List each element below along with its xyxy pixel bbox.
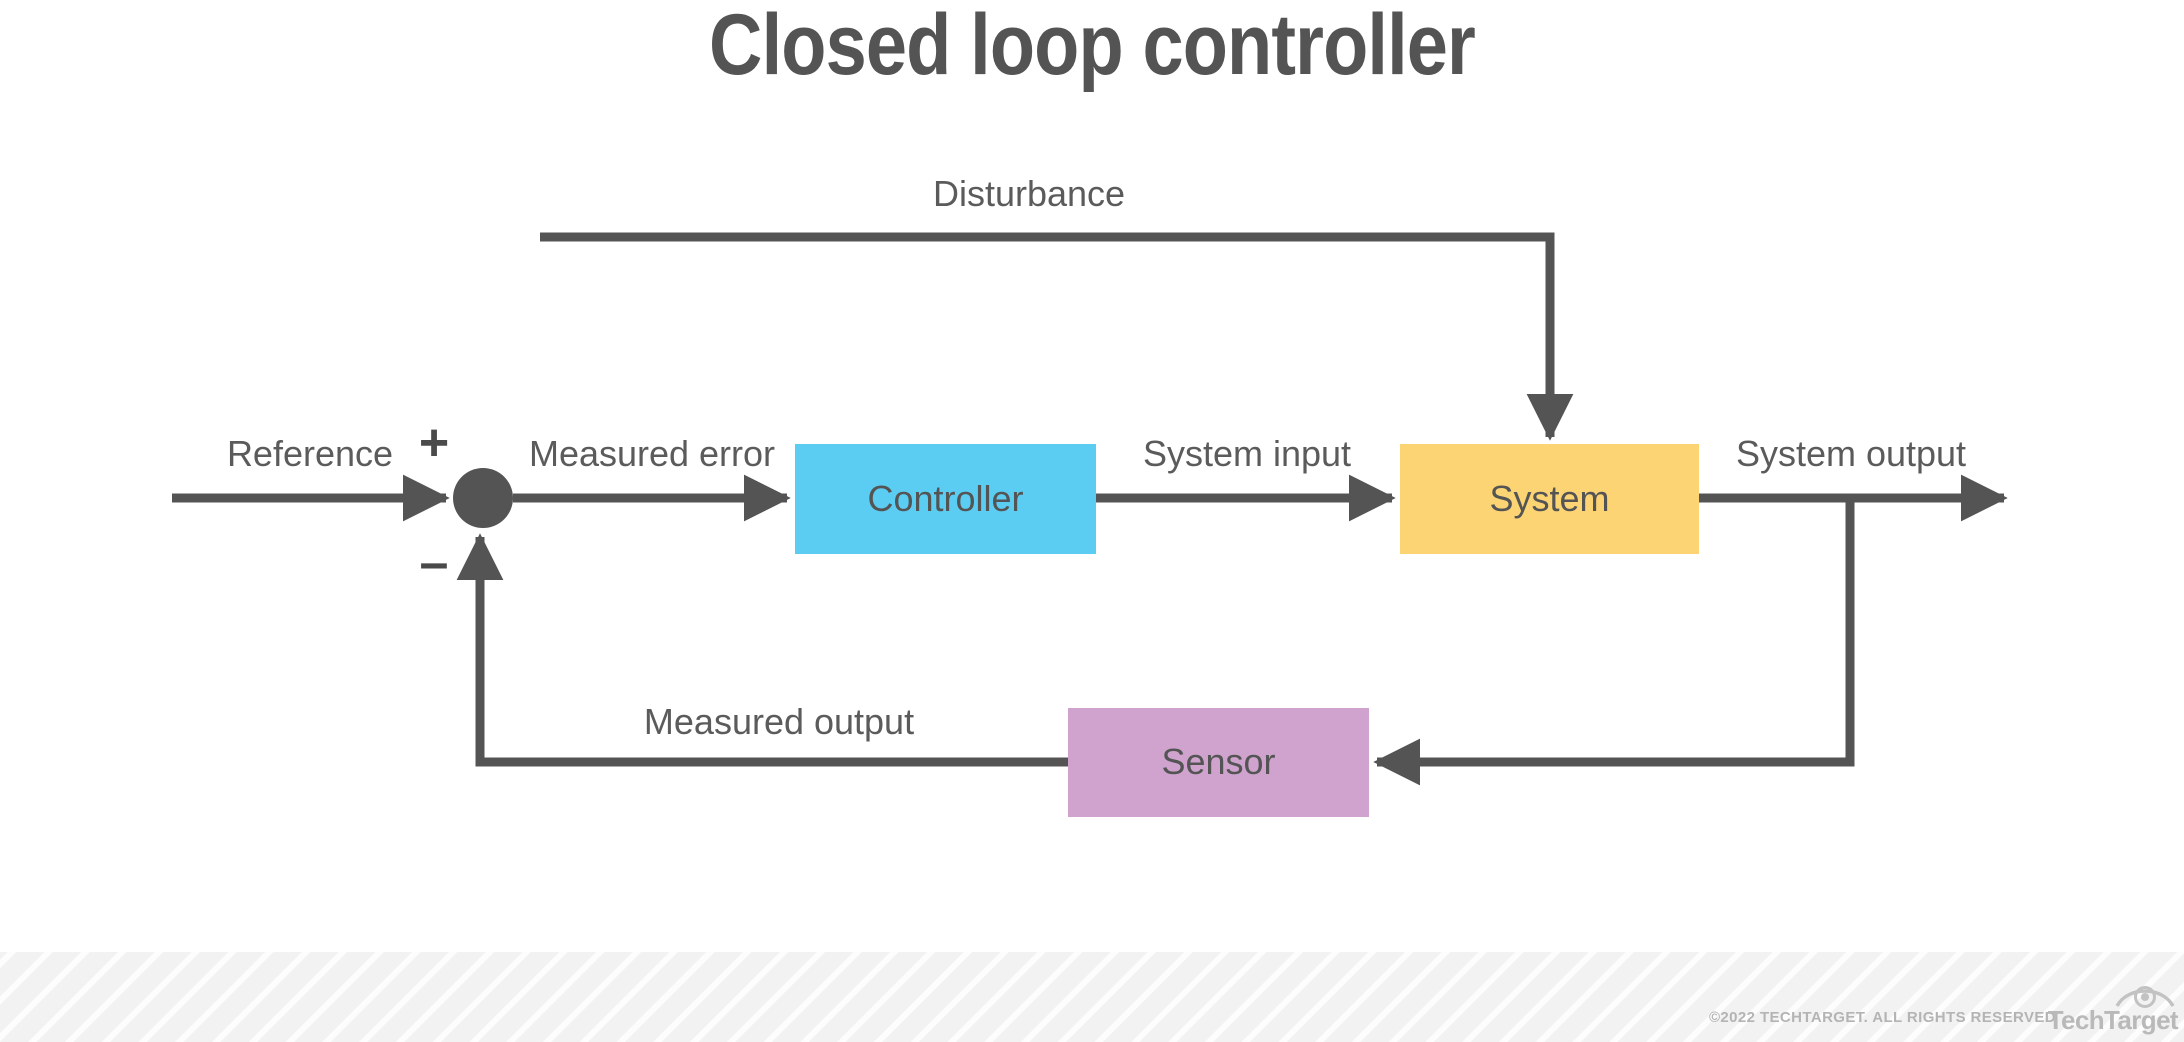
summing-junction-minus-sign: –	[420, 534, 449, 592]
label-measured-output: Measured output	[644, 701, 914, 742]
footer-logo-text: TechTarget	[2047, 1005, 2179, 1035]
label-measured-error: Measured error	[529, 433, 775, 474]
block-system-rect[interactable]	[1400, 444, 1699, 554]
block-sensor[interactable]: Sensor	[1068, 708, 1369, 817]
footer-copyright: ©2022 TECHTARGET. ALL RIGHTS RESERVED	[1708, 1009, 2056, 1026]
label-system-input: System input	[1143, 433, 1351, 474]
diagram-connectors	[172, 232, 2008, 786]
block-controller-label: Controller	[867, 478, 1023, 519]
closed-loop-controller-diagram: + – Controller System Sensor Reference M…	[172, 173, 2008, 817]
page-title: Closed loop controller	[709, 0, 1476, 93]
label-reference: Reference	[227, 433, 393, 474]
block-sensor-rect[interactable]	[1068, 708, 1369, 817]
output-feedback-line	[1373, 498, 1855, 786]
measured-output-line	[456, 533, 1068, 767]
label-system-output: System output	[1736, 433, 1966, 474]
block-controller-rect[interactable]	[795, 444, 1096, 554]
summing-junction[interactable]	[453, 468, 513, 528]
eye-target-icon	[2115, 986, 2175, 1008]
block-sensor-label: Sensor	[1161, 741, 1275, 782]
block-controller[interactable]: Controller	[795, 444, 1096, 554]
disturbance-line	[540, 232, 1574, 441]
summing-junction-plus-sign: +	[419, 414, 449, 472]
block-system[interactable]: System	[1400, 444, 1699, 554]
block-system-label: System	[1489, 478, 1609, 519]
label-disturbance: Disturbance	[933, 173, 1125, 214]
footer-band: ©2022 TECHTARGET. ALL RIGHTS RESERVED Te…	[0, 952, 2184, 1042]
